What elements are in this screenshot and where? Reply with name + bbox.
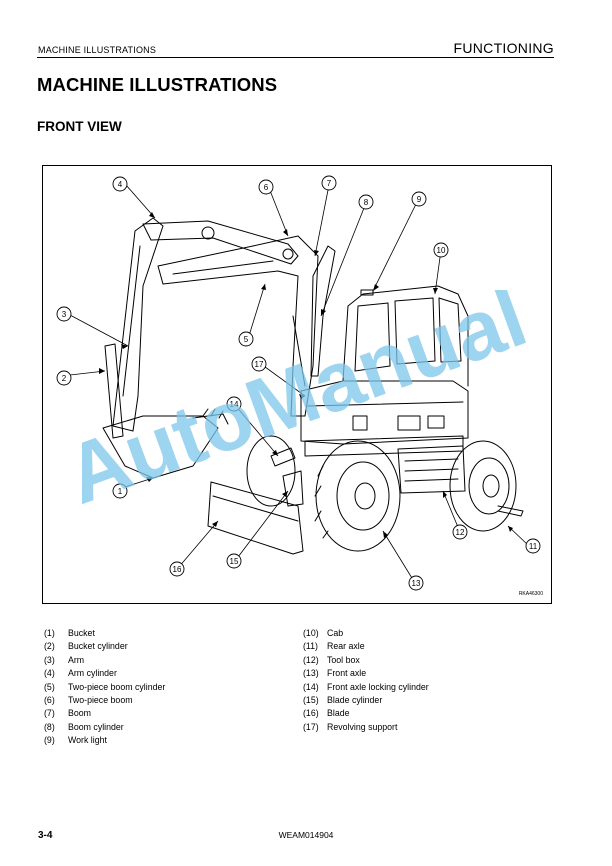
work-light-drawing (360, 289, 374, 296)
callout-14: 14 (230, 400, 239, 409)
legend-item: (14)Front axle locking cylinder (303, 681, 429, 692)
legend-item: (15)Blade cylinder (303, 695, 383, 706)
legend-item: (6)Two-piece boom (44, 695, 133, 706)
callout-15: 15 (230, 557, 239, 566)
legend-item: (11)Rear axle (303, 641, 365, 652)
header-chapter-label: FUNCTIONING (453, 40, 554, 56)
callout-11: 11 (529, 542, 538, 551)
legend-item: (5)Two-piece boom cylinder (44, 681, 166, 692)
callout-2: 2 (62, 374, 67, 383)
legend-item: (3)Arm (44, 654, 85, 665)
callout-8: 8 (364, 198, 369, 207)
callout-1: 1 (118, 487, 123, 496)
legend-right-column: (10)Cab (11)Rear axle (12)Tool box (13)F… (303, 627, 429, 734)
legend-item: (12)Tool box (303, 654, 360, 665)
page-number: 3-4 (38, 830, 53, 841)
legend-item: (1)Bucket (44, 628, 95, 638)
upper-structure-drawing (300, 380, 469, 445)
arm-drawing (112, 217, 164, 432)
bucket-cylinder-drawing (104, 343, 124, 439)
machine-illustration-figure: 1 2 3 4 5 6 7 8 9 10 11 12 13 14 15 16 1… (42, 165, 552, 604)
callout-7: 7 (327, 179, 332, 188)
legend-left-column: (1)Bucket (2)Bucket cylinder (3)Arm (4)A… (44, 627, 165, 748)
callout-6: 6 (264, 183, 269, 192)
figure-code: RKA46300 (518, 591, 543, 597)
tool-box-drawing (397, 445, 466, 494)
callout-16: 16 (173, 565, 182, 574)
document-code: WEAM014904 (278, 830, 334, 840)
blade-drawing (207, 481, 304, 555)
bucket-drawing (102, 415, 219, 479)
header-rule (37, 57, 554, 58)
legend-item: (2)Bucket cylinder (44, 641, 128, 652)
arm-cylinder-drawing (142, 220, 299, 265)
legend-item: (13)Front axle (303, 668, 367, 679)
callout-9: 9 (417, 195, 422, 204)
callout-17: 17 (255, 360, 264, 369)
callout-4: 4 (118, 180, 123, 189)
callout-13: 13 (412, 579, 421, 588)
legend-item: (4)Arm cylinder (44, 668, 117, 679)
blade-cylinder-drawing (282, 470, 304, 507)
excavator-drawing: 1 2 3 4 5 6 7 8 9 10 11 12 13 14 15 16 1… (56, 175, 541, 591)
front-wheel-drawing (315, 440, 401, 552)
legend-item: (16)Blade (303, 708, 350, 719)
rear-wheel-drawing (449, 440, 517, 532)
callout-12: 12 (456, 528, 465, 537)
header-section-label: MACHINE ILLUSTRATIONS (38, 45, 157, 55)
callout-10: 10 (437, 246, 446, 255)
legend-item: (10)Cab (303, 628, 344, 638)
boom-drawing (157, 235, 319, 417)
legend-item: (9)Work light (44, 735, 107, 746)
page-title: MACHINE ILLUSTRATIONS (37, 74, 278, 95)
cab-drawing (342, 285, 469, 387)
section-title: FRONT VIEW (37, 119, 122, 134)
legend-item: (17)Revolving support (303, 721, 398, 732)
legend-item: (8)Boom cylinder (44, 721, 124, 732)
callout-5: 5 (244, 335, 249, 344)
legend-item: (7)Boom (44, 708, 91, 719)
callout-3: 3 (62, 310, 67, 319)
